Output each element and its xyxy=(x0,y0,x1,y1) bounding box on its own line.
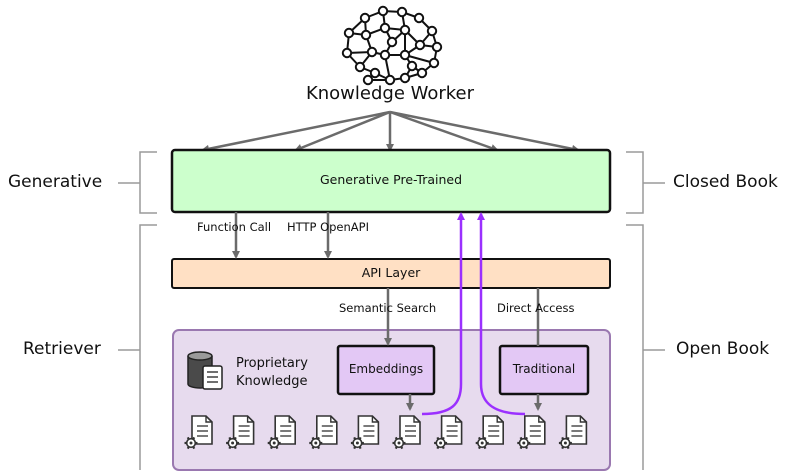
side-brackets xyxy=(118,151,665,470)
connector-arrows xyxy=(232,212,542,411)
document-gear-icon xyxy=(226,415,255,450)
label-generative: Generative xyxy=(8,172,103,192)
label-closed-book: Closed Book xyxy=(673,172,778,192)
document-gear-icon xyxy=(475,415,504,450)
document-row xyxy=(184,415,588,450)
document-gear-icon xyxy=(350,415,380,450)
proprietary-knowledge-label: Proprietary Knowledge xyxy=(236,356,308,389)
closed-book-return-arrows xyxy=(421,212,526,416)
document-gear-icon xyxy=(517,415,546,450)
brain-network-icon xyxy=(341,5,443,86)
document-gear-icon xyxy=(392,415,421,450)
document-gear-icon xyxy=(309,415,338,450)
embeddings-label: Embeddings xyxy=(348,362,424,376)
direct-access-label: Direct Access xyxy=(497,301,575,315)
api-layer-box xyxy=(171,258,611,289)
traditional-box xyxy=(498,344,590,396)
document-gear-icon xyxy=(267,415,296,450)
knowledge-worker-arrows xyxy=(201,110,580,153)
semantic-search-label: Semantic Search xyxy=(339,301,437,315)
label-open-book: Open Book xyxy=(676,339,770,359)
label-retriever: Retriever xyxy=(23,339,101,359)
generative-box xyxy=(170,148,612,214)
embeddings-box xyxy=(336,344,436,396)
generative-box-label: Generative Pre-Trained xyxy=(319,172,463,187)
http-openapi-label: HTTP OpenAPI xyxy=(287,220,369,234)
function-call-label: Function Call xyxy=(197,220,272,234)
document-gear-icon xyxy=(434,415,463,450)
document-gear-icon xyxy=(184,415,213,450)
traditional-label: Traditional xyxy=(512,362,576,376)
knowledge-worker-title: Knowledge Worker xyxy=(305,83,475,104)
api-layer-label: API Layer xyxy=(361,265,421,280)
document-gear-icon xyxy=(558,415,588,450)
database-document-icon xyxy=(187,351,223,390)
